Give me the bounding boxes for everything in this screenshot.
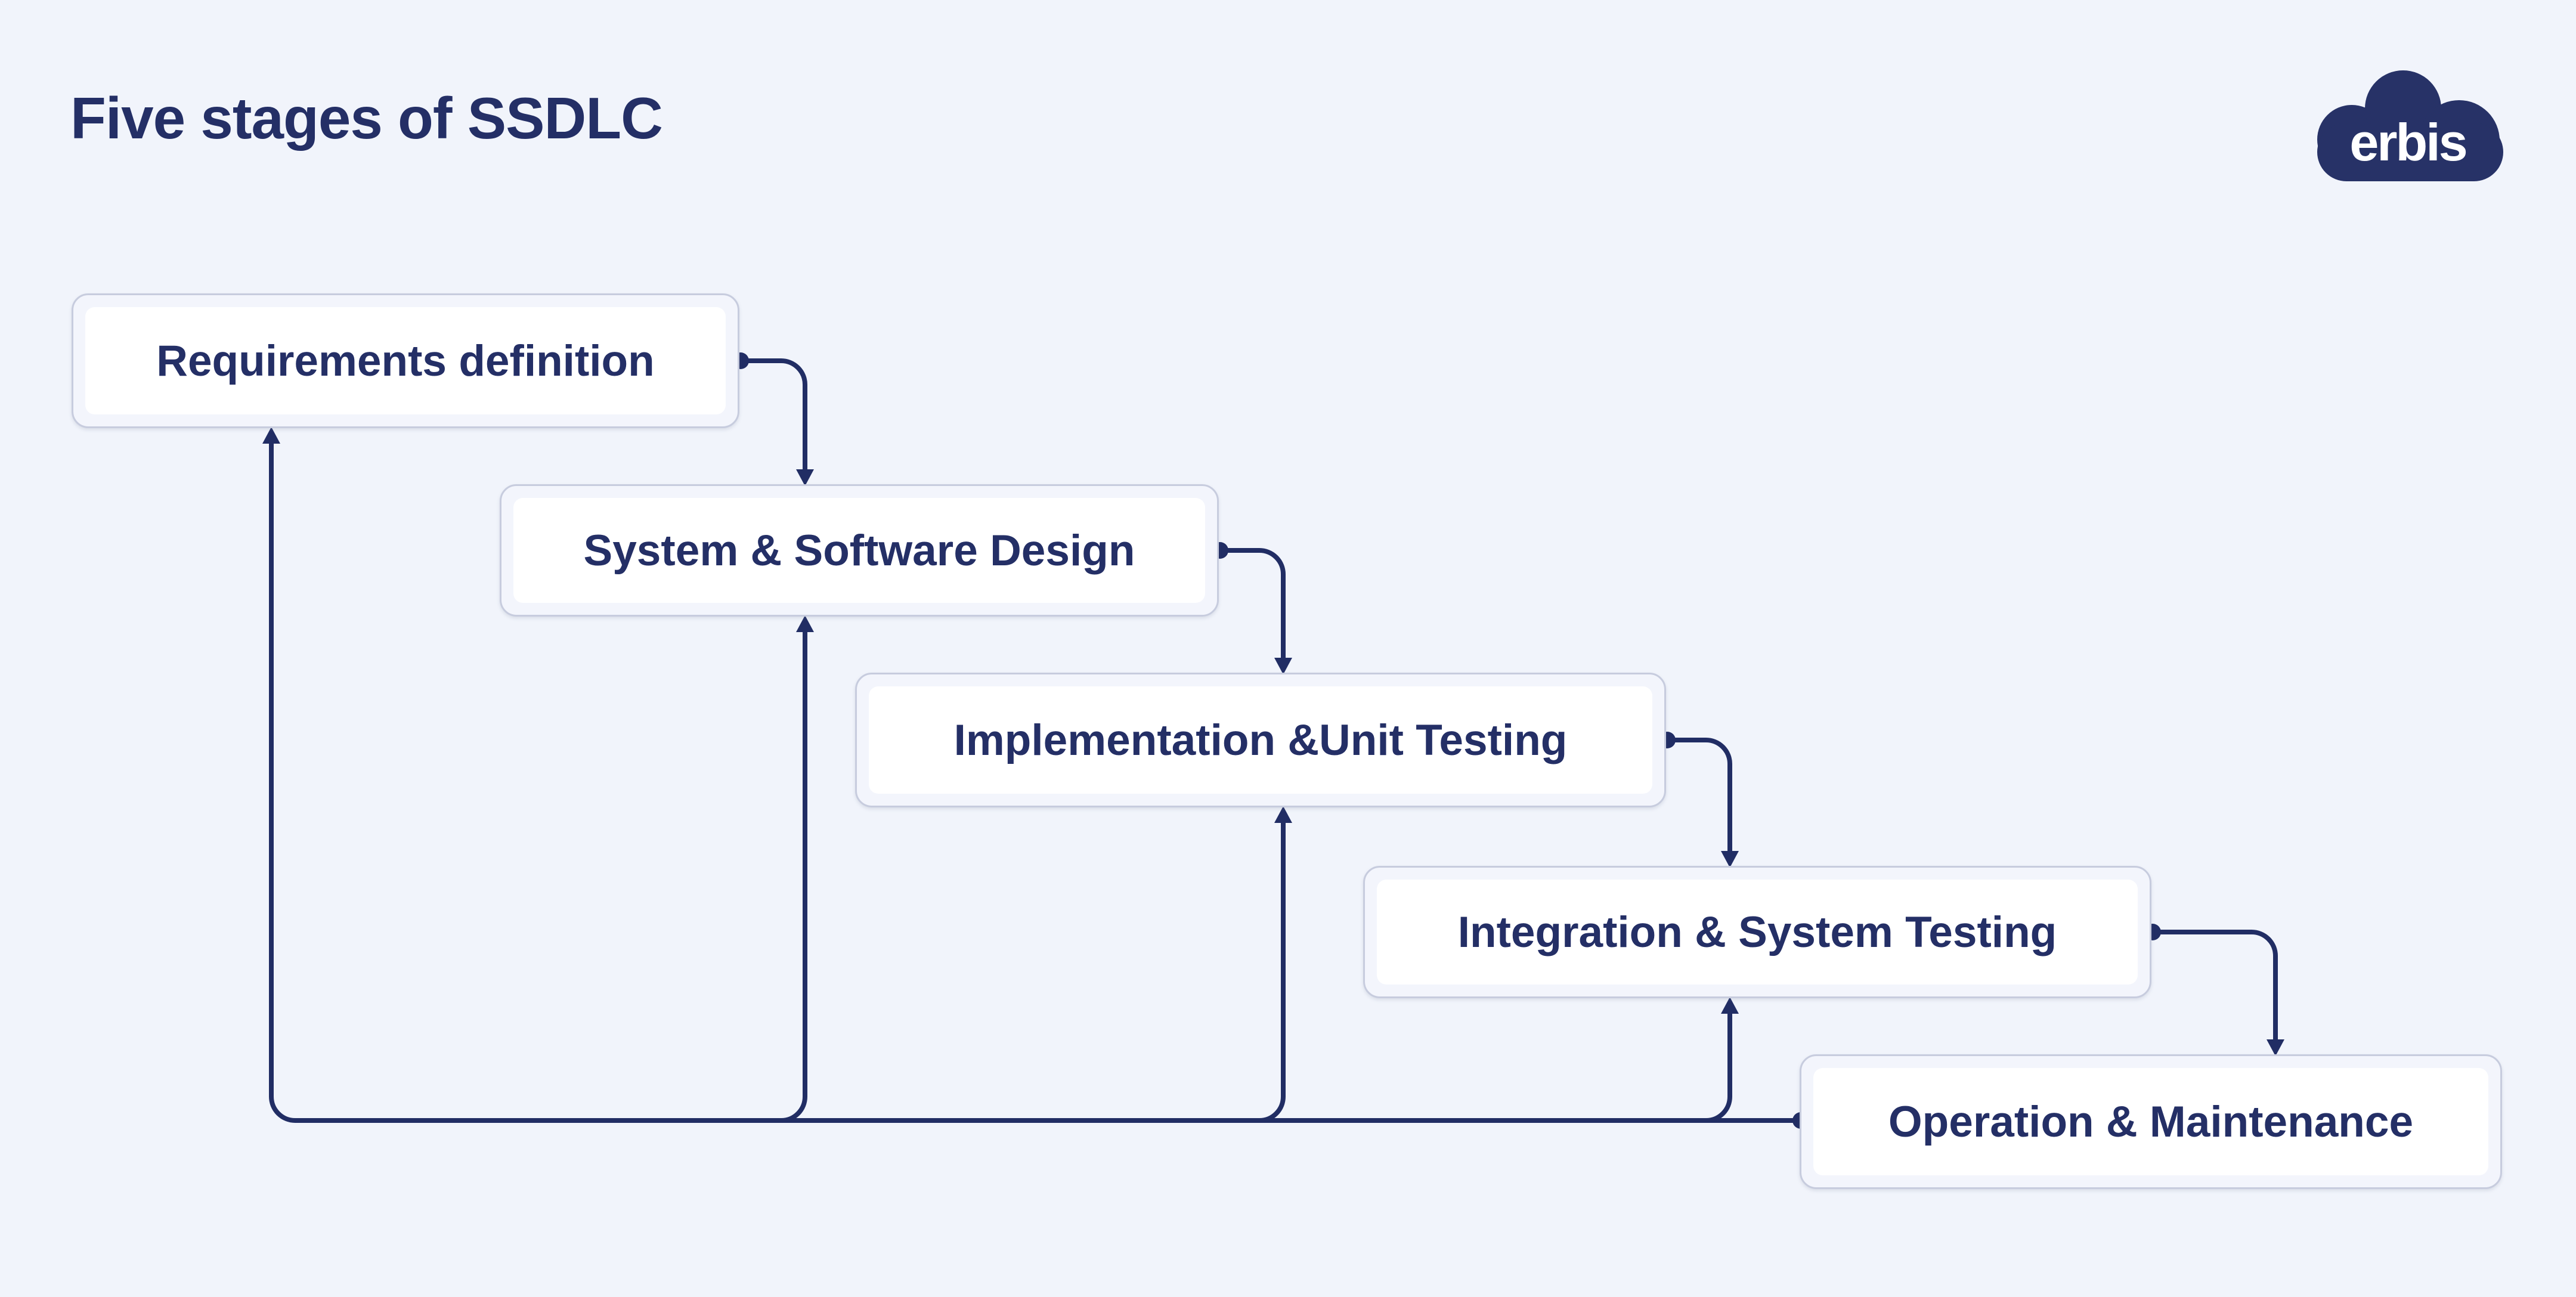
arrowhead-into-stage5 xyxy=(2267,1039,2284,1056)
arrowhead-into-stage2 xyxy=(796,469,814,486)
arrowhead-into-stage4 xyxy=(1721,851,1739,868)
arrowhead-feedback-stage1 xyxy=(262,427,280,444)
stage-label: System & Software Design xyxy=(583,526,1135,575)
arrowhead-feedback-stage2 xyxy=(796,615,814,632)
connector-stage2-to-stage3 xyxy=(1220,548,1286,660)
cloud-icon xyxy=(2317,70,2503,181)
stage-inner: Implementation &Unit Testing xyxy=(869,686,1652,794)
stage-inner: Integration & System Testing xyxy=(1377,880,2138,985)
erbis-logo: erbis xyxy=(2317,70,2503,181)
stage-label: Operation & Maintenance xyxy=(1888,1097,2414,1146)
feedback-branch-stage2 xyxy=(781,632,807,1123)
stage-box-system-software-design: System & Software Design xyxy=(500,484,1219,617)
stage-label: Implementation &Unit Testing xyxy=(953,716,1568,764)
connector-stage4-to-stage5 xyxy=(2153,930,2278,1041)
stage-label: Integration & System Testing xyxy=(1457,908,2057,957)
feedback-branch-stage4 xyxy=(1705,1014,1732,1123)
arrowhead-into-stage3 xyxy=(1274,658,1292,674)
arrowhead-feedback-stage3 xyxy=(1274,806,1292,823)
connector-stage3-to-stage4 xyxy=(1667,738,1732,853)
stage-inner: System & Software Design xyxy=(513,498,1205,603)
stage-box-integration-system-testing: Integration & System Testing xyxy=(1363,866,2151,998)
stage-label: Requirements definition xyxy=(156,336,655,385)
stage-box-requirements-definition: Requirements definition xyxy=(72,293,739,428)
page-title: Five stages of SSDLC xyxy=(70,85,663,151)
stage-box-implementation-unit-testing: Implementation &Unit Testing xyxy=(855,673,1666,807)
stage-box-operation-maintenance: Operation & Maintenance xyxy=(1800,1054,2502,1189)
stage-inner: Operation & Maintenance xyxy=(1813,1068,2488,1175)
stage-inner: Requirements definition xyxy=(85,307,726,414)
logo-text: erbis xyxy=(2349,113,2466,172)
arrowhead-feedback-stage4 xyxy=(1721,997,1739,1014)
connector-stage1-to-stage2 xyxy=(741,358,807,471)
feedback-branch-stage3 xyxy=(1259,823,1286,1123)
